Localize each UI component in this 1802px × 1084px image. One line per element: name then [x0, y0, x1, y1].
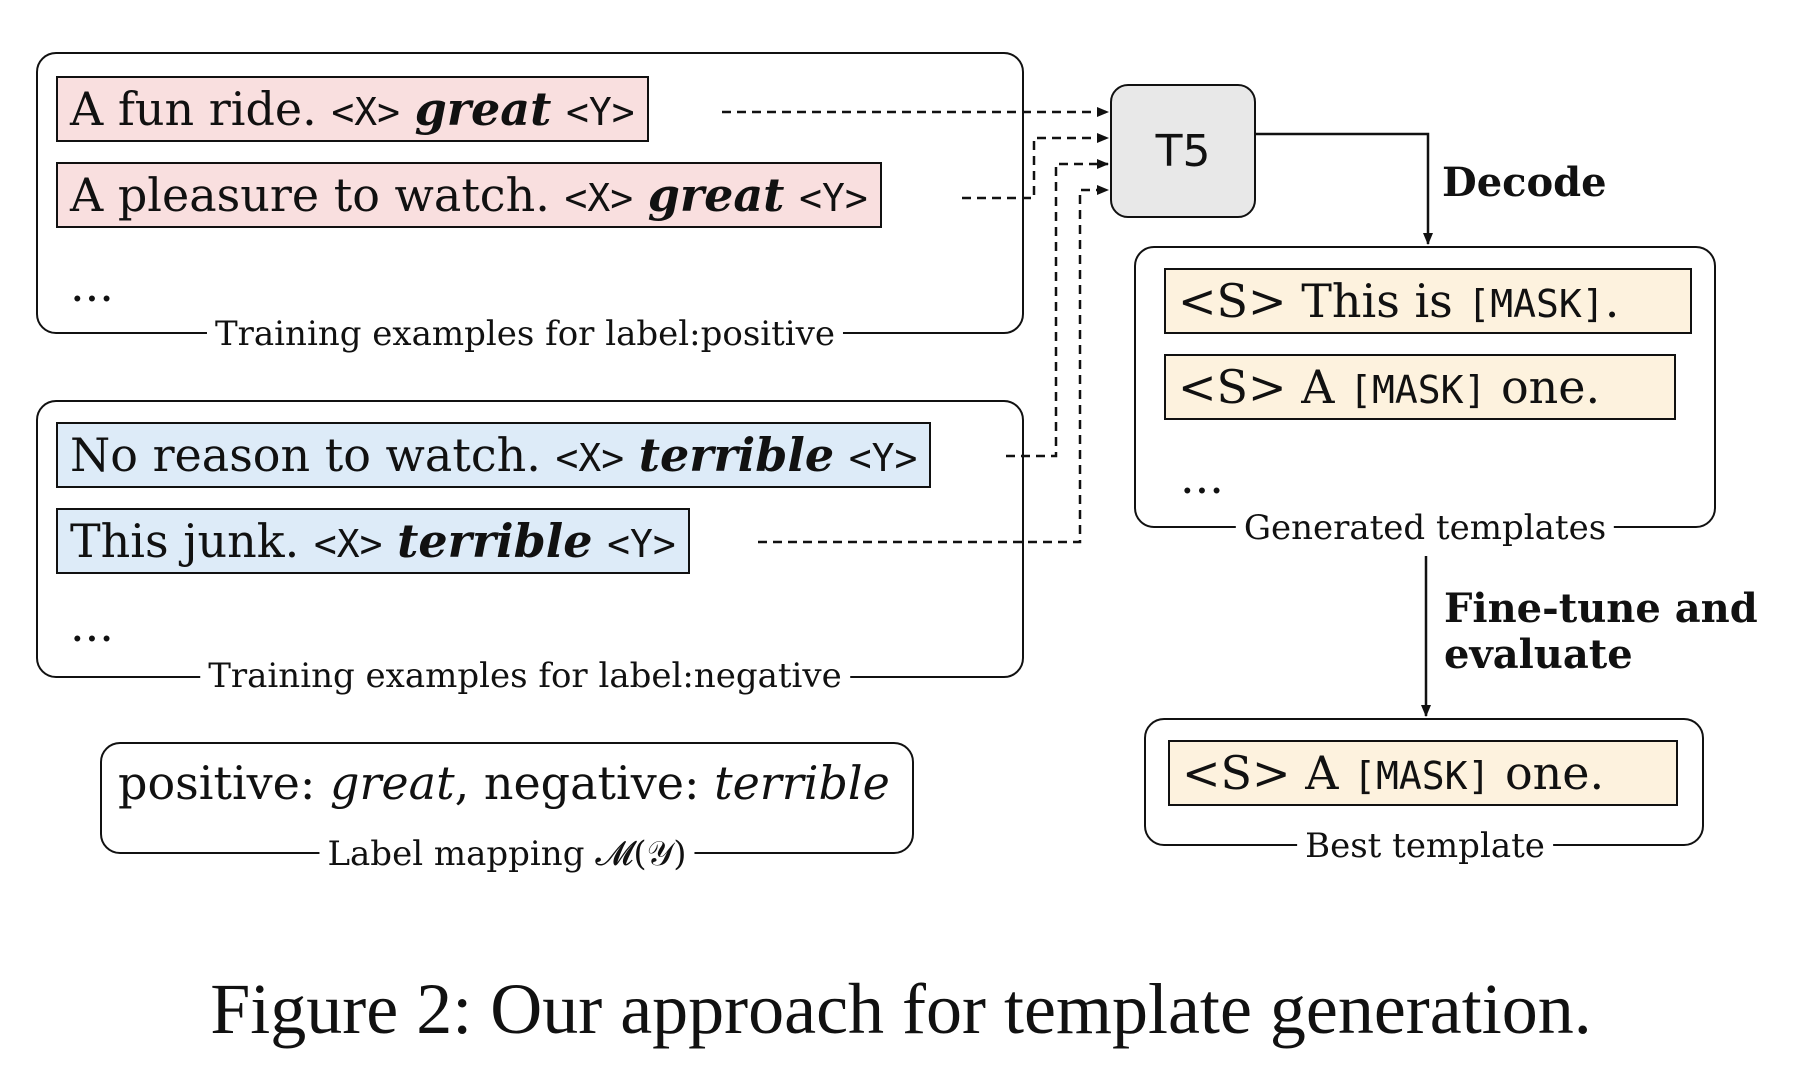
decode-label: Decode	[1442, 159, 1607, 206]
mask-token: [MASK]	[1467, 282, 1605, 326]
template-suffix: one.	[1500, 360, 1601, 414]
generated-template-2: <S> A [MASK] one.	[1164, 354, 1676, 420]
positive-ellipsis: ...	[70, 258, 114, 312]
template-suffix: .	[1604, 274, 1620, 328]
negative-word: terrible	[714, 756, 890, 810]
label-mapping-text: positive: great, negative: terrible	[118, 760, 890, 806]
template-prefix: <S> This is	[1178, 274, 1453, 328]
negative-example-1: No reason to watch. <X> terrible <Y>	[56, 422, 932, 488]
x-tag: <X>	[331, 90, 400, 134]
mask-token: [MASK]	[1353, 754, 1491, 798]
arrow-pos-2	[962, 133, 1109, 200]
arrow-decode	[1256, 132, 1433, 245]
label-word: terrible	[638, 428, 835, 482]
y-tag: <Y>	[799, 176, 868, 220]
example-text: No reason to watch.	[70, 428, 541, 482]
label-word: great	[647, 168, 785, 222]
arrow-neg-1	[1006, 159, 1109, 458]
t5-model-box: T5	[1110, 84, 1256, 218]
template-prefix: <S> A	[1178, 360, 1335, 414]
model-name: T5	[1155, 125, 1211, 177]
example-text: A fun ride.	[70, 82, 317, 136]
y-tag: <Y>	[565, 90, 635, 134]
generated-templates-title: Generated templates	[1235, 508, 1615, 548]
x-tag: <X>	[564, 176, 634, 220]
mask-token: [MASK]	[1349, 368, 1487, 412]
negative-example-2: This junk. <X> terrible <Y>	[56, 508, 690, 574]
template-prefix: <S> A	[1182, 746, 1339, 800]
label-mapping-title: Label mapping 𝓜(𝒴)	[319, 834, 695, 874]
generated-template-1: <S> This is [MASK].	[1164, 268, 1692, 334]
best-template-title: Best template	[1297, 826, 1553, 866]
separator: ,	[454, 756, 470, 810]
y-tag: <Y>	[848, 436, 918, 480]
finetune-label: Fine-tune and evaluate	[1444, 586, 1758, 678]
positive-example-1: A fun ride. <X> great <Y>	[56, 76, 649, 142]
negative-group-title: Training examples for label:negative	[200, 656, 850, 696]
x-tag: <X>	[313, 522, 383, 566]
finetune-line-1: Fine-tune and	[1444, 585, 1758, 632]
template-suffix: one.	[1504, 746, 1605, 800]
positive-group-title: Training examples for label:positive	[206, 314, 844, 354]
x-tag: <X>	[555, 436, 625, 480]
label-word: terrible	[397, 514, 593, 568]
label-word: great	[414, 82, 552, 136]
negative-ellipsis: ...	[70, 598, 114, 652]
negative-label: negative:	[483, 756, 700, 810]
generated-ellipsis: ...	[1180, 450, 1224, 504]
y-tag: <Y>	[607, 522, 676, 566]
finetune-line-2: evaluate	[1444, 631, 1633, 678]
positive-label: positive:	[118, 756, 316, 810]
example-text: This junk.	[70, 514, 300, 568]
positive-example-2: A pleasure to watch. <X> great <Y>	[56, 162, 882, 228]
positive-word: great	[330, 756, 455, 810]
example-text: A pleasure to watch.	[70, 168, 550, 222]
arrow-neg-2	[758, 185, 1109, 544]
best-template-box: <S> A [MASK] one.	[1168, 740, 1678, 806]
figure-caption: Figure 2: Our approach for template gene…	[210, 969, 1592, 1049]
